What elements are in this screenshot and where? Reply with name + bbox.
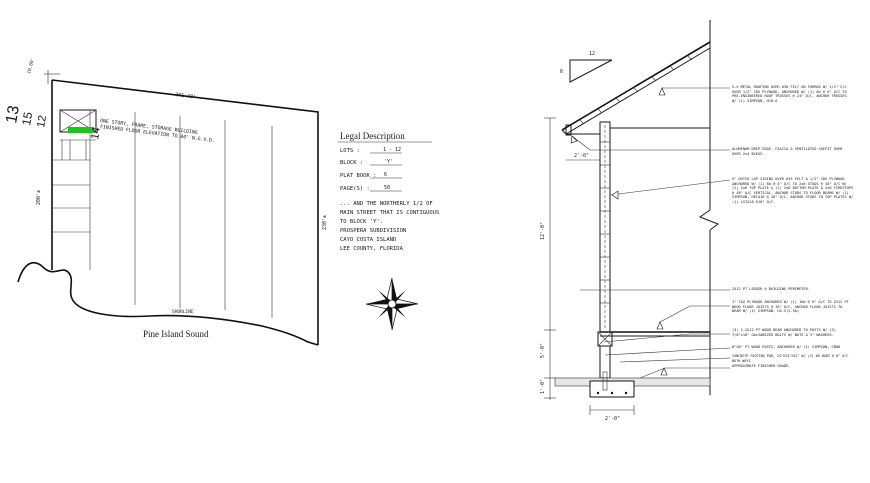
leader-arrows: [570, 87, 668, 376]
legal-paragraph-line: CAYO COSTA ISLAND: [340, 237, 396, 243]
legal-row-value: 'Y': [384, 159, 393, 165]
floor-height-dim: 5'-0": [540, 343, 546, 358]
concrete-footing: [589, 380, 635, 398]
building-diagonal: [59, 109, 97, 133]
shoreline-curve: [17, 261, 319, 346]
legal-row-label: PLAT BOOK :: [340, 173, 376, 179]
shoreline-label: SHORLINE: [172, 309, 194, 315]
legal-paragraph-line: PROSPERA SUBDIVISION: [340, 228, 406, 234]
lot-number-label: 14: [89, 126, 103, 140]
compass-rose-icon: [365, 277, 419, 331]
legal-title: Legal Description: [340, 131, 405, 141]
roof-line: [561, 41, 711, 131]
legal-row-value: 1 - 12: [383, 147, 401, 153]
top-length-dim: 301.28': [175, 92, 197, 101]
site-plan: 301.28' 10.00' 200'± 230'± 13 15 12 14 O…: [3, 57, 328, 346]
anchor: [602, 371, 608, 391]
property-boundary: [51, 79, 319, 345]
fascia: [565, 124, 572, 136]
legal-row-value: 6: [384, 172, 387, 178]
note-footing: CONCRETE FOOTING PAD, 24"X24"X12" W/ (3)…: [732, 354, 849, 362]
slope-run: 6: [560, 69, 563, 75]
roof-edge: [561, 129, 567, 135]
note-roofing: 5-V METAL ROOFING OVER #30 FELT ON FURRE…: [732, 85, 847, 103]
legal-description: Legal Description LOTS : 1 - 12 BLOCK : …: [338, 131, 439, 252]
left-side-dim: 200'±: [36, 190, 42, 205]
legal-row-label: PAGE(S) :: [340, 186, 370, 192]
note-floor: 1" T&G PLYWOOD ANCHORED W/ (1) 10d @ 6" …: [732, 300, 849, 314]
top-left-small-dim: 10.00': [26, 57, 36, 74]
beam-x: [597, 331, 613, 347]
legal-row-value: 50: [384, 185, 390, 191]
section-notes: 5-V METAL ROOFING OVER #30 FELT ON FURRE…: [732, 85, 854, 368]
legal-row-label: LOTS :: [340, 148, 360, 154]
lot-number-label: 12: [35, 114, 49, 128]
note-beam: (3) 2-2X12 PT WOOD BEAM ANCHORED TO POST…: [732, 328, 836, 337]
footing-depth-dim: 1'-0": [540, 379, 546, 394]
roof-hatch: [579, 55, 693, 125]
legal-row-label: BLOCK :: [340, 160, 363, 166]
roof-line-inner: [565, 47, 711, 135]
note-ledger: 2X12 PT LEDGER @ BUILDING PERIMETER.: [732, 287, 810, 291]
wall-section: 12 6: [540, 20, 854, 422]
note-posts: 8"X8" PT WOOD POSTS, ANCHORED W/ (1) SIM…: [732, 345, 841, 349]
legal-paragraph-line: LEE COUNTY, FLORIDA: [340, 246, 404, 252]
lot-number-label: 15: [19, 111, 35, 127]
right-side-dim: 230'±: [322, 215, 328, 230]
water-label: Pine Island Sound: [143, 329, 209, 339]
blocking: [600, 141, 610, 304]
note-siding: 5" DUTCH LAP SIDING OVER #15 FELT & 1/2"…: [732, 177, 854, 204]
legal-paragraph-line: TO BLOCK 'Y'.: [340, 219, 383, 225]
note-grade: APPROXIMATE FINISHED GRADE.: [732, 364, 791, 368]
leader-lines: [571, 87, 731, 379]
wood-post: [599, 345, 611, 379]
slope-rise: 12: [589, 51, 595, 57]
overhang-dim: 2'-0": [574, 153, 589, 159]
break-line: [698, 209, 720, 231]
green-highlight: [68, 127, 94, 133]
legal-paragraph-line: ... AND THE NORTHERLY 1/2 OF: [340, 201, 433, 207]
roof-slope-indicator: [569, 59, 613, 83]
note-fascia: ALUMINUM DRIP EDGE, FASCIA & VENTILATED …: [732, 147, 843, 156]
legal-paragraph-line: MAIN STREET THAT IS CONTIGUOUS: [340, 210, 439, 216]
rebar-dots: [596, 391, 628, 395]
footing-width-dim: 2'-0": [605, 416, 620, 422]
lot-number-label: 13: [3, 104, 23, 125]
wall-height-dim: 12'-0": [540, 222, 546, 240]
